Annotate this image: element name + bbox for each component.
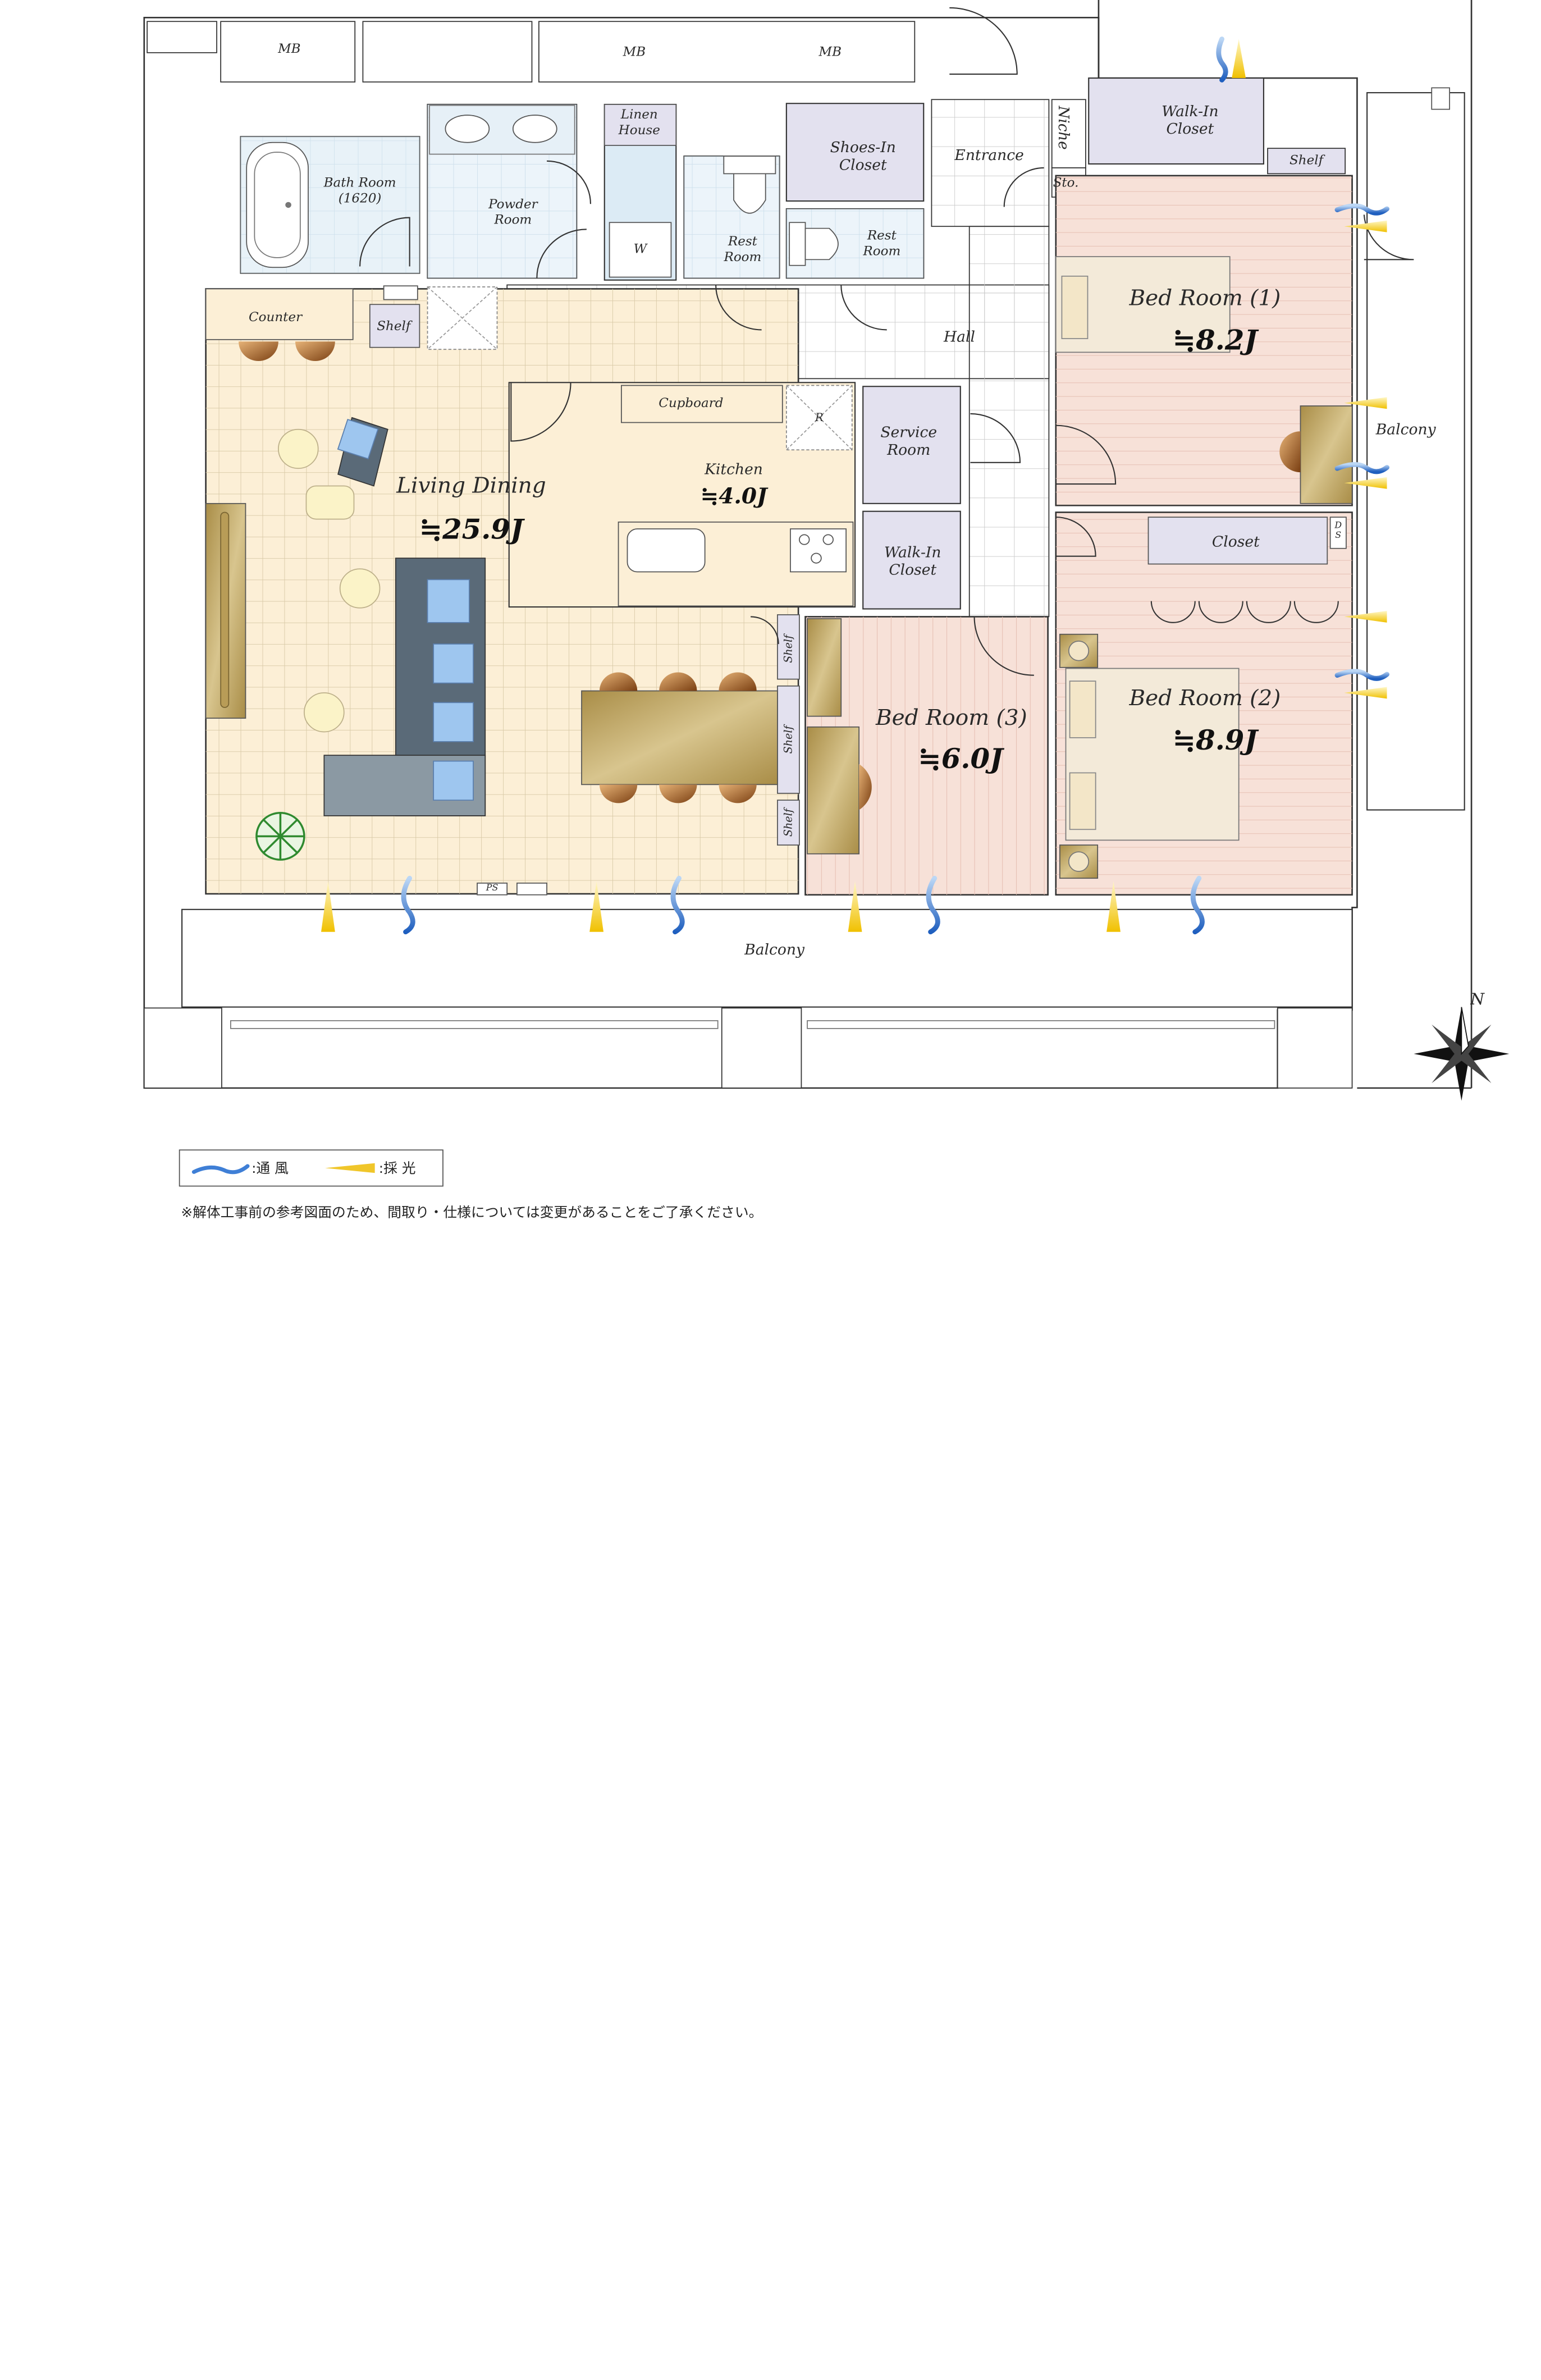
- rest-room-1-label: Rest Room: [724, 234, 762, 264]
- compass-north-label: N: [1470, 990, 1485, 1009]
- refrigerator-label: R: [815, 411, 824, 424]
- bed-room-3-area: ≒6.0J: [918, 742, 1003, 775]
- floor-plan: MB MB MB Linen House Bath Room (1620) Po…: [143, 0, 1510, 1221]
- shelf-a-label: Shelf: [781, 634, 795, 663]
- disclaimer-note: ※解体工事前の参考図面のため、間取り・仕様については変更があることをご了承くださ…: [181, 1205, 763, 1221]
- light-marks: [321, 39, 1387, 932]
- shoes-in-closet-label: Shoes-In Closet: [830, 138, 896, 174]
- living-dining-label: Living Dining: [396, 474, 546, 499]
- light-legend-icon: [325, 1163, 375, 1173]
- bed-room-2-area: ≒8.9J: [1172, 724, 1258, 757]
- entrance-label: Entrance: [954, 146, 1024, 164]
- kitchen-label: Kitchen: [705, 460, 763, 478]
- walk-in-closet-1-label: Walk-In Closet: [1162, 102, 1219, 138]
- wind-legend-icon: [191, 1164, 250, 1175]
- bed-room-1-area: ≒8.2J: [1172, 324, 1258, 357]
- living-dining-area: ≒25.9J: [419, 513, 524, 546]
- shelf-ld-label: Shelf: [377, 319, 411, 334]
- balcony-south-label: Balcony: [744, 940, 805, 958]
- hall-label: Hall: [944, 327, 976, 346]
- closet-label: Closet: [1211, 532, 1260, 551]
- niche-label: Niche: [1055, 106, 1073, 150]
- kitchen-area: ≒4.0J: [700, 483, 767, 509]
- shelf-c-label: Shelf: [781, 808, 795, 837]
- bath-room-label: Bath Room (1620): [323, 176, 396, 206]
- bed-room-2-label: Bed Room (2): [1129, 687, 1281, 711]
- wind-marks: [401, 36, 1389, 935]
- legend-lighting: :採 光: [378, 1161, 416, 1177]
- powder-room-label: Powder Room: [488, 197, 538, 227]
- floor-plan-drawing: [143, 0, 1510, 1101]
- ds-label: D S: [1334, 521, 1342, 541]
- rest-room-2-label: Rest Room: [863, 229, 901, 259]
- counter-label: Counter: [249, 310, 303, 326]
- cupboard-label: Cupboard: [659, 396, 724, 412]
- walk-in-closet-2-label: Walk-In Closet: [884, 543, 941, 579]
- mb-label-1: MB: [278, 42, 301, 57]
- ps-label: PS: [486, 883, 499, 894]
- bed-room-3-label: Bed Room (3): [875, 706, 1027, 731]
- legend-ventilation: :通 風: [252, 1161, 289, 1177]
- plant-icon: [255, 812, 305, 861]
- compass-icon: [1414, 1007, 1510, 1101]
- balcony-east-label: Balcony: [1375, 421, 1436, 438]
- washer-label: W: [633, 242, 647, 257]
- legend: :通 風 :採 光: [179, 1149, 443, 1187]
- bed-room-1-label: Bed Room (1): [1129, 286, 1281, 312]
- service-room-label: Service Room: [880, 423, 938, 459]
- mb-label-2: MB: [623, 45, 646, 60]
- shelf-b-label: Shelf: [781, 725, 795, 754]
- mb-label-3: MB: [818, 45, 842, 60]
- storage-label: Sto.: [1053, 176, 1079, 191]
- shelf-top-label: Shelf: [1289, 153, 1324, 168]
- linen-house-label: Linen House: [618, 107, 660, 138]
